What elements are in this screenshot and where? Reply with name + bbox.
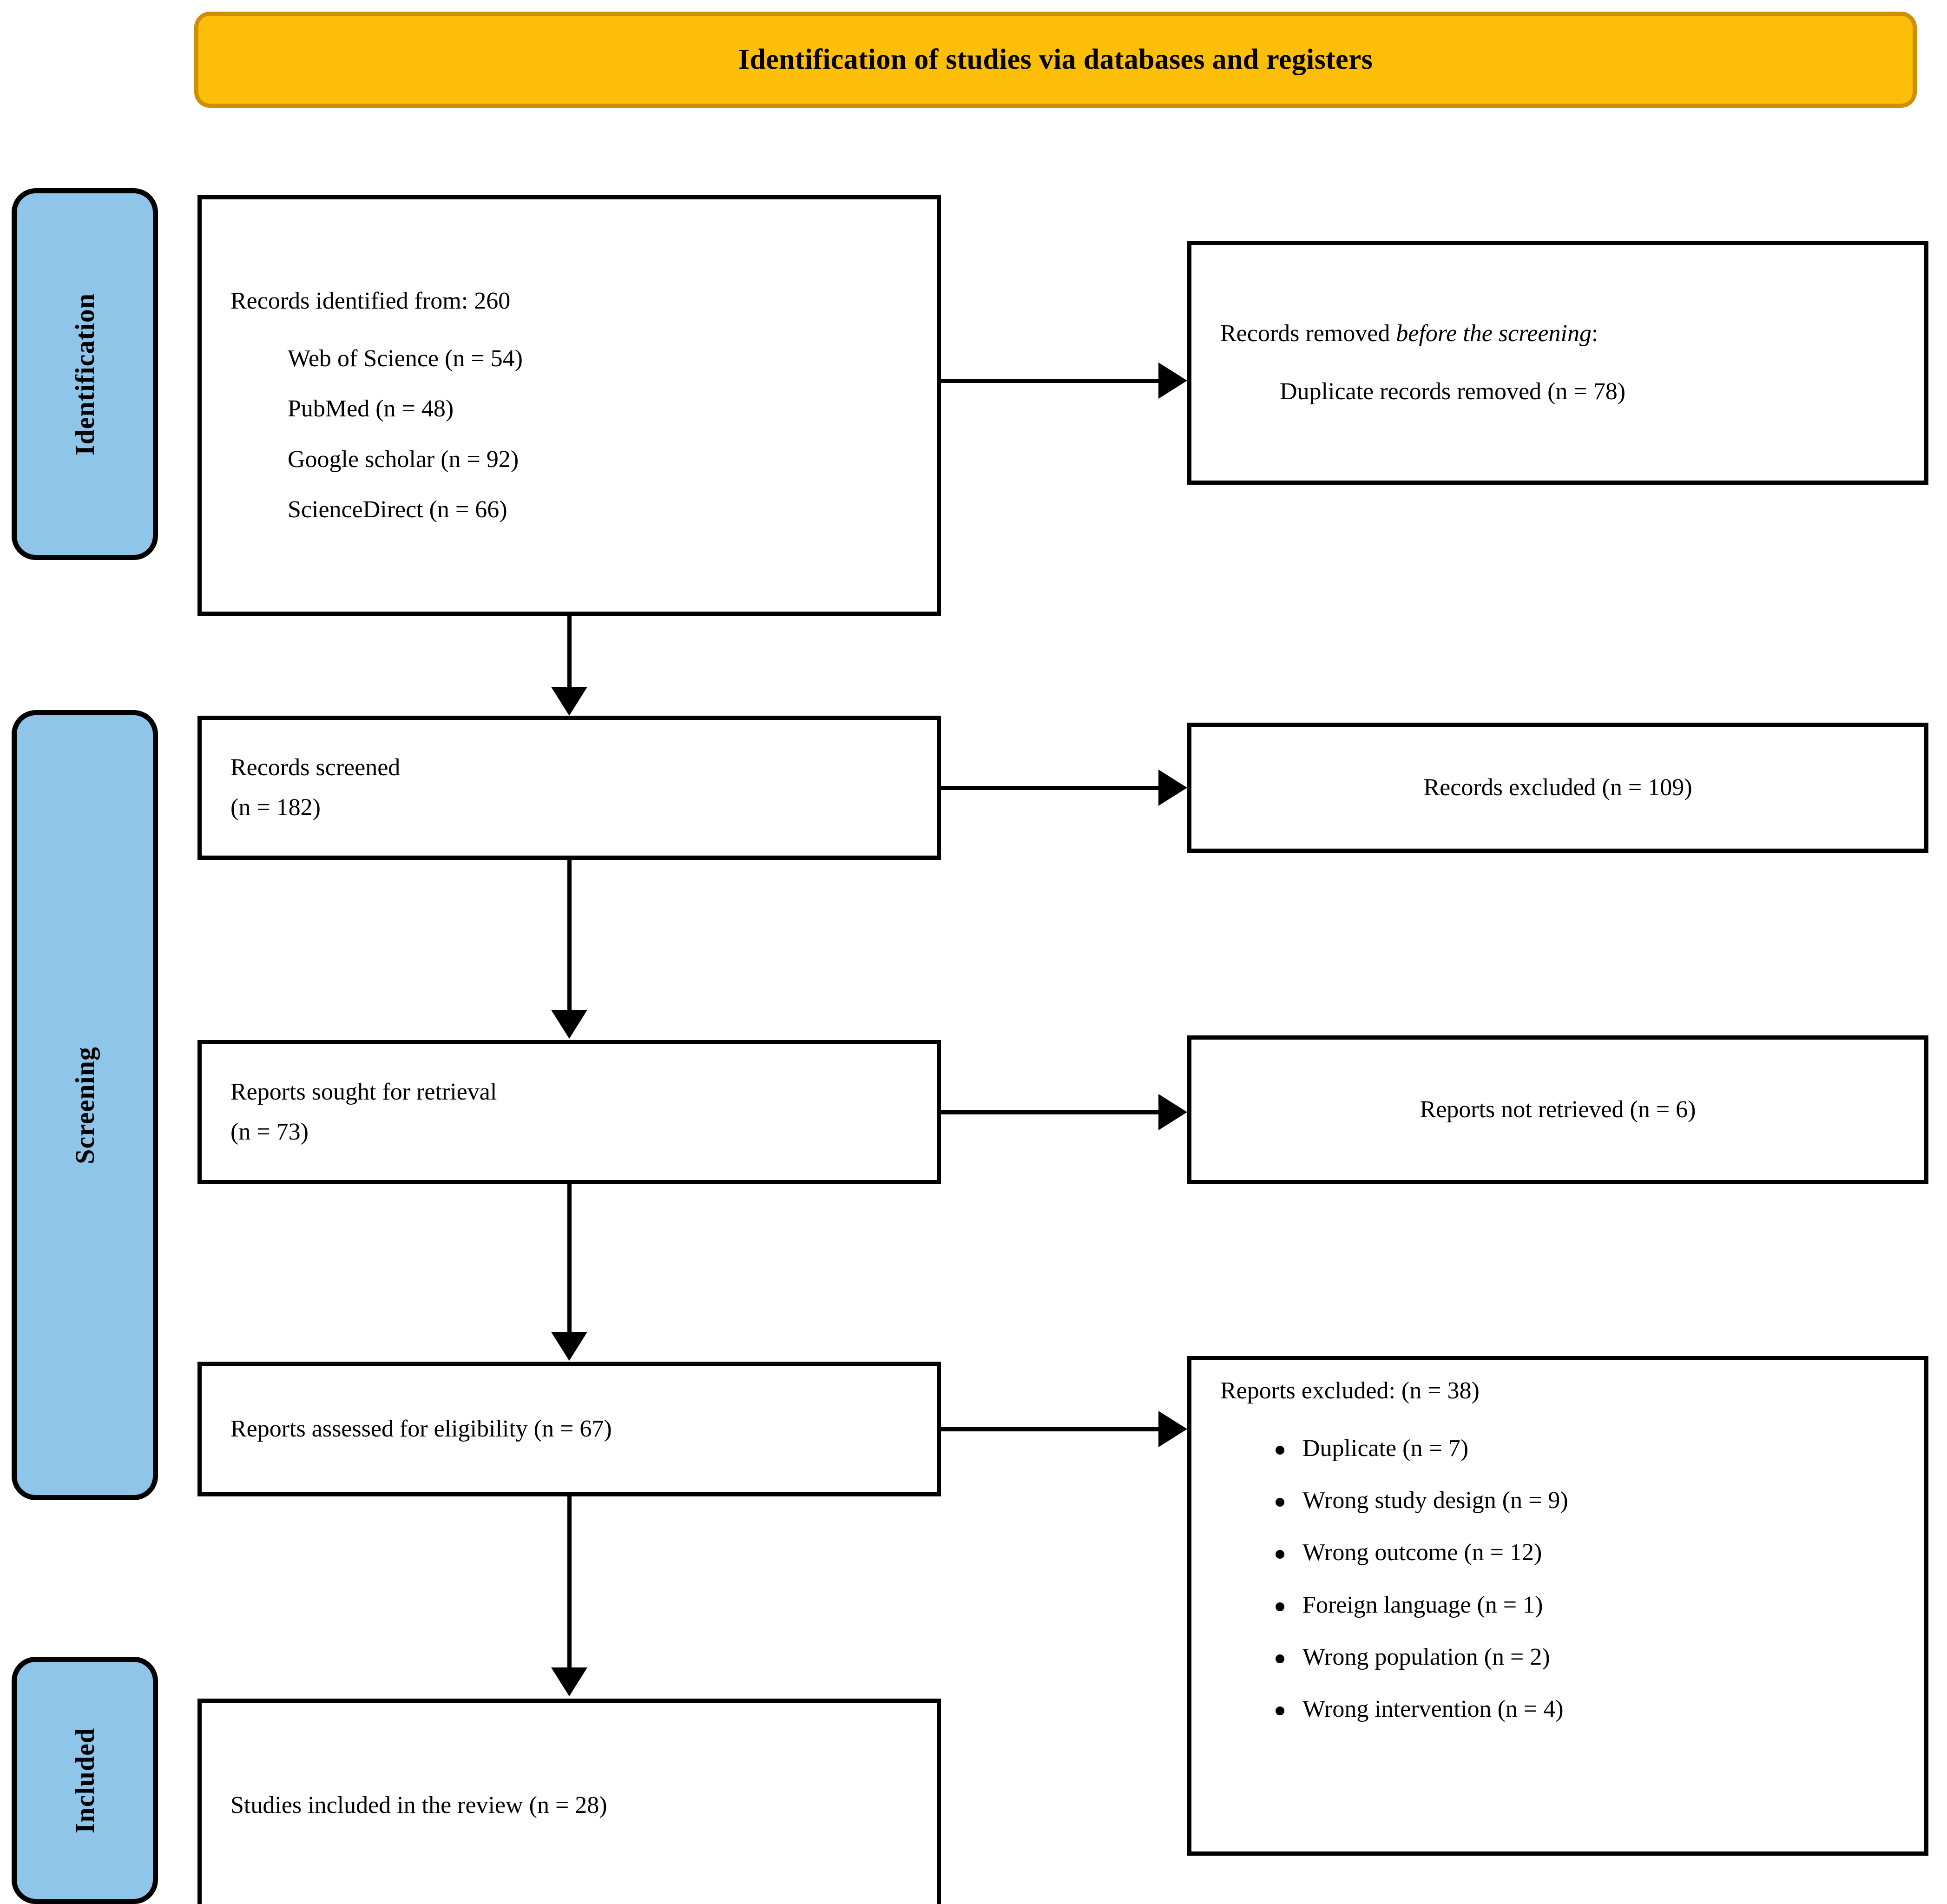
records-removed-heading-prefix: Records removed	[1220, 320, 1396, 347]
stage-tab-screening: Screening	[12, 710, 158, 1500]
connector-sought-to-not-retrieved	[941, 1110, 1159, 1114]
arrowhead-eligibility-to-included	[551, 1667, 587, 1696]
arrowhead-identified-to-screened	[551, 687, 587, 716]
records-removed-heading-suffix: :	[1592, 320, 1598, 347]
connector-eligibility-to-reports-excluded	[941, 1427, 1159, 1431]
stage-tab-included: Included	[12, 1657, 158, 1904]
bullet-icon	[1276, 1706, 1284, 1715]
list-item: Wrong outcome (n = 12)	[1273, 1540, 1924, 1566]
diagram-header-banner: Identification of studies via databases …	[194, 12, 1917, 108]
node-records-screened: Records screened (n = 182)	[197, 716, 941, 860]
reason-wrong-outcome: Wrong outcome (n = 12)	[1302, 1539, 1542, 1566]
reports-not-retrieved-label: Reports not retrieved (n = 6)	[1420, 1096, 1696, 1123]
reports-sought-label: Reports sought for retrieval	[230, 1078, 497, 1105]
arrowhead-identified-to-removed	[1158, 362, 1187, 399]
reason-wrong-intervention: Wrong intervention (n = 4)	[1302, 1695, 1564, 1722]
node-records-identified: Records identified from: 260 Web of Scie…	[197, 195, 941, 616]
studies-included-label: Studies included in the review (n = 28)	[230, 1792, 607, 1818]
list-item: Wrong population (n = 2)	[1273, 1644, 1924, 1670]
bullet-icon	[1276, 1550, 1284, 1559]
reason-duplicate: Duplicate (n = 7)	[1302, 1435, 1469, 1462]
node-reports-assessed-eligibility: Reports assessed for eligibility (n = 67…	[197, 1362, 941, 1496]
connector-identified-to-screened	[567, 616, 572, 688]
records-screened-label: Records screened	[230, 754, 401, 781]
arrowhead-sought-to-eligibility	[551, 1332, 587, 1361]
connector-screened-to-sought	[567, 860, 572, 1011]
source-sciencedirect: ScienceDirect (n = 66)	[288, 496, 507, 523]
reports-excluded-reason-list: Duplicate (n = 7) Wrong study design (n …	[1191, 1436, 1924, 1722]
source-google-scholar: Google scholar (n = 92)	[288, 446, 519, 473]
node-records-removed: Records removed before the screening: Du…	[1187, 241, 1928, 485]
records-excluded-label: Records excluded (n = 109)	[1423, 774, 1692, 801]
node-studies-included: Studies included in the review (n = 28)	[197, 1699, 941, 1904]
bullet-icon	[1276, 1446, 1284, 1455]
page-title: Identification of studies via databases …	[738, 44, 1373, 75]
source-pubmed: PubMed (n = 48)	[288, 395, 454, 422]
node-reports-excluded: Reports excluded: (n = 38) Duplicate (n …	[1187, 1356, 1928, 1856]
reason-wrong-population: Wrong population (n = 2)	[1302, 1643, 1550, 1670]
reason-foreign-language: Foreign language (n = 1)	[1302, 1591, 1543, 1618]
reports-eligibility-label: Reports assessed for eligibility (n = 67…	[230, 1415, 612, 1442]
records-screened-count: (n = 182)	[230, 794, 321, 821]
list-item: Foreign language (n = 1)	[1273, 1592, 1924, 1618]
records-removed-heading-italic: before the screening	[1396, 320, 1592, 347]
bullet-icon	[1276, 1602, 1284, 1611]
reason-wrong-study-design: Wrong study design (n = 9)	[1302, 1487, 1568, 1514]
stage-tab-identification: Identification	[12, 188, 158, 560]
node-reports-not-retrieved: Reports not retrieved (n = 6)	[1187, 1035, 1928, 1184]
node-records-excluded: Records excluded (n = 109)	[1187, 723, 1928, 853]
records-removed-heading: Records removed before the screening:	[1191, 321, 1924, 347]
arrowhead-screened-to-sought	[551, 1010, 587, 1039]
connector-sought-to-eligibility	[567, 1184, 572, 1333]
connector-eligibility-to-included	[567, 1496, 572, 1668]
list-item: Wrong intervention (n = 4)	[1273, 1696, 1924, 1722]
duplicate-records-removed: Duplicate records removed (n = 78)	[1280, 378, 1626, 405]
list-item: Wrong study design (n = 9)	[1273, 1488, 1924, 1514]
reports-excluded-heading: Reports excluded: (n = 38)	[1220, 1377, 1480, 1404]
records-identified-heading: Records identified from: 260	[230, 288, 511, 315]
source-web-of-science: Web of Science (n = 54)	[288, 345, 523, 372]
reports-sought-count: (n = 73)	[230, 1119, 309, 1145]
node-reports-sought: Reports sought for retrieval (n = 73)	[197, 1040, 941, 1184]
connector-screened-to-excluded	[941, 786, 1159, 790]
stage-tab-label-included: Included	[69, 1727, 100, 1833]
bullet-icon	[1276, 1498, 1284, 1507]
list-item: Duplicate (n = 7)	[1273, 1436, 1924, 1462]
connector-identified-to-removed	[941, 379, 1159, 383]
arrowhead-screened-to-excluded	[1158, 770, 1187, 806]
arrowhead-eligibility-to-reports-excluded	[1158, 1411, 1187, 1447]
stage-tab-label-screening: Screening	[70, 1046, 100, 1164]
stage-tab-label-identification: Identification	[70, 293, 100, 455]
arrowhead-sought-to-not-retrieved	[1158, 1094, 1187, 1130]
bullet-icon	[1276, 1654, 1284, 1663]
